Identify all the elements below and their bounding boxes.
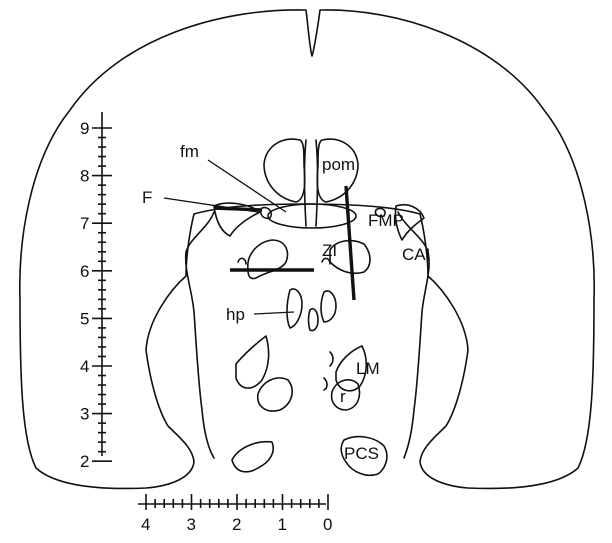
small-left-mark [238,258,246,264]
label-fmp: FMP [368,211,404,230]
horizontal-scale-label: 1 [278,515,287,534]
leader-hp [254,312,294,314]
midline-tract [305,140,318,226]
left-bottom-structure [232,442,273,472]
vertical-scale-label: 8 [80,167,89,186]
hp-right-oval [321,291,336,322]
label-fm: fm [180,142,199,161]
vertical-scale-label: 2 [80,452,89,471]
label-hp: hp [226,305,245,324]
inner-left-contour [186,212,214,458]
vertical-scale-bar: 9 8 7 6 5 4 3 2 [80,112,112,471]
vertical-scale-label: 9 [80,119,89,138]
fm-structure [268,204,356,228]
horizontal-scale-label: 4 [141,515,150,534]
hp-small-right [309,309,319,331]
vertical-scale-label: 6 [80,262,89,281]
horizontal-scale-label: 2 [232,515,241,534]
label-f: F [142,188,152,207]
brain-outline [20,10,594,489]
label-pom: pom [322,155,355,174]
horizontal-scale-bar: 4 3 2 1 0 [138,494,332,534]
horizontal-scale-label: 3 [187,515,196,534]
vertical-scale-label: 7 [80,214,89,233]
label-r: r [340,387,346,406]
left-oval-structure [248,240,288,279]
label-zi: ZI [322,241,337,260]
vertical-scale-label: 3 [80,405,89,424]
label-cai: CAI [402,245,430,264]
electrode-track-vertical [346,186,354,300]
hp-structure [287,289,302,328]
horizontal-scale-label: 0 [323,515,332,534]
pom-left-nucleus [264,139,305,202]
left-lower-structure [236,336,269,388]
label-lm: LM [356,359,380,378]
vertical-scale-label: 5 [80,309,89,328]
lm-small-marks [324,352,333,390]
label-pcs: PCS [344,444,379,463]
vertical-scale-label: 4 [80,357,89,376]
left-lower-oval [258,378,292,411]
